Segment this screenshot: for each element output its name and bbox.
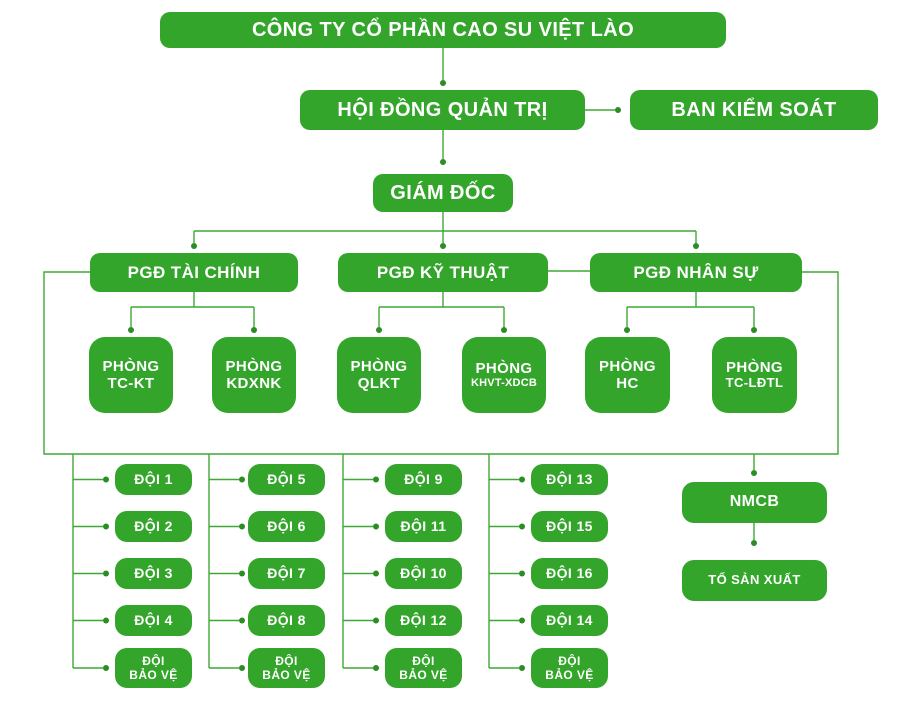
team-box-doi-9: ĐỘI 9 — [385, 464, 462, 495]
deputy-hr-box: PGĐ NHÂN SỰ — [590, 253, 802, 292]
dept-khvt-line1: PHÒNG — [475, 360, 533, 378]
dept-tcldtl-box: PHÒNG TC-LĐTL — [712, 337, 797, 413]
team-box-doi-11: ĐỘI 11 — [385, 511, 462, 542]
dept-khvt-box: PHÒNG KHVT-XDCB — [462, 337, 546, 413]
dept-tckt-line1: PHÒNG — [102, 357, 160, 375]
guard-team-line1: ĐỘI — [275, 653, 298, 668]
team-label: ĐỘI 2 — [134, 518, 173, 535]
guard-team-line2: BẢO VỆ — [262, 668, 311, 682]
dept-kdxnk-line2: KDXNK — [226, 375, 282, 392]
deputy-finance-label: PGĐ TÀI CHÍNH — [127, 262, 261, 282]
dept-qlkt-line1: PHÒNG — [350, 357, 408, 375]
team-label: ĐỘI 15 — [546, 518, 593, 535]
director-box: GIÁM ĐỐC — [373, 174, 513, 212]
team-box-doi-13: ĐỘI 13 — [531, 464, 608, 495]
team-box-doi-16: ĐỘI 16 — [531, 558, 608, 589]
guard-team-line1: ĐỘI — [142, 653, 165, 668]
guard-team-line2: BẢO VỆ — [545, 668, 594, 682]
guard-team-line2: BẢO VỆ — [129, 668, 178, 682]
team-box-doi-14: ĐỘI 14 — [531, 605, 608, 636]
team-box-doi-3: ĐỘI 3 — [115, 558, 192, 589]
dept-qlkt-line2: QLKT — [357, 375, 401, 392]
deputy-hr-label: PGĐ NHÂN SỰ — [633, 262, 759, 282]
team-label: ĐỘI 7 — [267, 565, 306, 582]
dept-tcldtl-line2: TC-LĐTL — [725, 375, 784, 391]
production-team-label: TỔ SẢN XUẤT — [708, 572, 801, 588]
team-label: ĐỘI 13 — [546, 471, 593, 488]
guard-team-line2: BẢO VỆ — [399, 668, 448, 682]
team-box-doi-1: ĐỘI 1 — [115, 464, 192, 495]
team-box-doi-4: ĐỘI 4 — [115, 605, 192, 636]
factory-label: NMCB — [729, 493, 780, 511]
supervisory-board-box: BAN KIỂM SOÁT — [630, 90, 878, 130]
team-label: ĐỘI 11 — [400, 518, 447, 535]
team-label: ĐỘI 1 — [134, 471, 173, 488]
dept-tckt-line2: TC-KT — [107, 375, 155, 392]
dept-qlkt-box: PHÒNG QLKT — [337, 337, 421, 413]
team-box-doi-7: ĐỘI 7 — [248, 558, 325, 589]
team-box-doi-10: ĐỘI 10 — [385, 558, 462, 589]
dept-hc-box: PHÒNG HC — [585, 337, 670, 413]
team-label: ĐỘI 8 — [267, 612, 306, 629]
guard-team-line1: ĐỘI — [558, 653, 581, 668]
dept-khvt-line2: KHVT-XDCB — [471, 377, 537, 390]
team-box-doi-15: ĐỘI 15 — [531, 511, 608, 542]
dept-tcldtl-line1: PHÒNG — [725, 358, 783, 376]
dept-hc-line2: HC — [616, 375, 639, 392]
board-label: HỘI ĐỒNG QUẢN TRỊ — [337, 98, 548, 121]
supervisory-board-label: BAN KIỂM SOÁT — [671, 98, 837, 121]
deputy-technical-label: PGĐ KỸ THUẬT — [376, 262, 510, 282]
board-box: HỘI ĐỒNG QUẢN TRỊ — [300, 90, 585, 130]
team-label: ĐỘI 16 — [546, 565, 593, 582]
guard-team-line1: ĐỘI — [412, 653, 435, 668]
deputy-technical-box: PGĐ KỸ THUẬT — [338, 253, 548, 292]
dept-hc-line1: PHÒNG — [598, 357, 656, 375]
team-box-doi-5: ĐỘI 5 — [248, 464, 325, 495]
guard-team-box-1: ĐỘI BẢO VỆ — [115, 648, 192, 688]
dept-kdxnk-box: PHÒNG KDXNK — [212, 337, 296, 413]
guard-team-box-2: ĐỘI BẢO VỆ — [248, 648, 325, 688]
director-label: GIÁM ĐỐC — [390, 181, 496, 204]
production-team-box: TỔ SẢN XUẤT — [682, 560, 827, 601]
team-box-doi-8: ĐỘI 8 — [248, 605, 325, 636]
guard-team-box-3: ĐỘI BẢO VỆ — [385, 648, 462, 688]
team-label: ĐỘI 4 — [134, 612, 173, 629]
team-label: ĐỘI 3 — [134, 565, 173, 582]
dept-tckt-box: PHÒNG TC-KT — [89, 337, 173, 413]
team-label: ĐỘI 5 — [267, 471, 306, 488]
factory-box: NMCB — [682, 482, 827, 523]
team-label: ĐỘI 10 — [400, 565, 447, 582]
dept-kdxnk-line1: PHÒNG — [225, 357, 283, 375]
team-label: ĐỘI 6 — [267, 518, 306, 535]
deputy-finance-box: PGĐ TÀI CHÍNH — [90, 253, 298, 292]
team-box-doi-6: ĐỘI 6 — [248, 511, 325, 542]
guard-team-box-4: ĐỘI BẢO VỆ — [531, 648, 608, 688]
team-label: ĐỘI 9 — [404, 471, 443, 488]
company-box: CÔNG TY CỔ PHẦN CAO SU VIỆT LÀO — [160, 12, 726, 48]
team-box-doi-2: ĐỘI 2 — [115, 511, 192, 542]
team-box-doi-12: ĐỘI 12 — [385, 605, 462, 636]
company-label: CÔNG TY CỔ PHẦN CAO SU VIỆT LÀO — [251, 18, 635, 41]
team-label: ĐỘI 14 — [546, 612, 593, 629]
team-label: ĐỘI 12 — [400, 612, 447, 629]
